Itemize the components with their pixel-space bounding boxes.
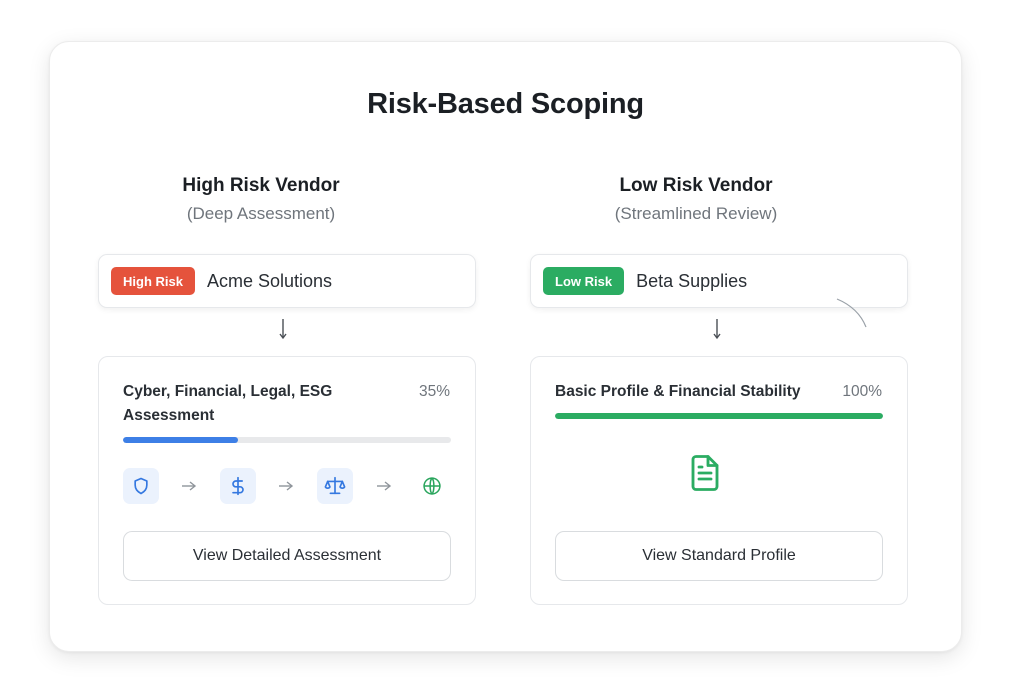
- page-title: Risk-Based Scoping: [367, 88, 644, 120]
- high-risk-assessment-panel: Cyber, Financial, Legal, ESG Assessment …: [98, 356, 476, 605]
- progress-percent: 100%: [842, 383, 882, 400]
- progress-percent: 35%: [418, 383, 450, 400]
- risk-scoping-card: Risk-Based Scoping High Risk Vendor (Dee…: [49, 41, 962, 652]
- arrow-right-icon: [279, 481, 294, 491]
- globe-icon[interactable]: [414, 468, 450, 504]
- progress-fill: [123, 437, 238, 443]
- scale-icon[interactable]: [317, 468, 353, 504]
- dollar-icon[interactable]: [220, 468, 256, 504]
- assessment-title: Basic Profile & Financial Stability: [555, 383, 801, 400]
- low-risk-column-header: Low Risk Vendor (Streamlined Review): [546, 175, 846, 224]
- shield-icon[interactable]: [123, 468, 159, 504]
- view-detailed-assessment-button[interactable]: View Detailed Assessment: [123, 531, 451, 581]
- decorative-curve: [836, 298, 867, 328]
- down-arrow-icon: [279, 319, 287, 340]
- progress-fill: [555, 413, 883, 419]
- view-standard-profile-button[interactable]: View Standard Profile: [555, 531, 883, 581]
- progress-track: [123, 437, 451, 443]
- high-risk-vendor-card[interactable]: High Risk Acme Solutions: [98, 254, 476, 308]
- low-risk-vendor-name: Beta Supplies: [636, 270, 748, 291]
- high-risk-heading: High Risk Vendor: [182, 175, 340, 196]
- low-risk-assessment-panel: Basic Profile & Financial Stability 100%…: [530, 356, 908, 605]
- low-risk-vendor-card[interactable]: Low Risk Beta Supplies: [530, 254, 908, 308]
- high-risk-vendor-name: Acme Solutions: [206, 270, 333, 291]
- document-icon: [687, 453, 723, 493]
- low-risk-subheading: (Streamlined Review): [614, 204, 778, 223]
- high-risk-badge: High Risk: [111, 267, 195, 295]
- assessment-title: Cyber, Financial, Legal, ESG Assessment: [123, 383, 333, 424]
- high-risk-subheading: (Deep Assessment): [186, 204, 336, 223]
- low-risk-heading: Low Risk Vendor: [619, 175, 773, 196]
- down-arrow-icon: [713, 319, 721, 340]
- arrow-right-icon: [182, 481, 197, 491]
- low-risk-badge: Low Risk: [543, 267, 625, 295]
- progress-track: [555, 413, 883, 419]
- high-risk-column-header: High Risk Vendor (Deep Assessment): [111, 175, 411, 224]
- arrow-right-icon: [377, 481, 392, 491]
